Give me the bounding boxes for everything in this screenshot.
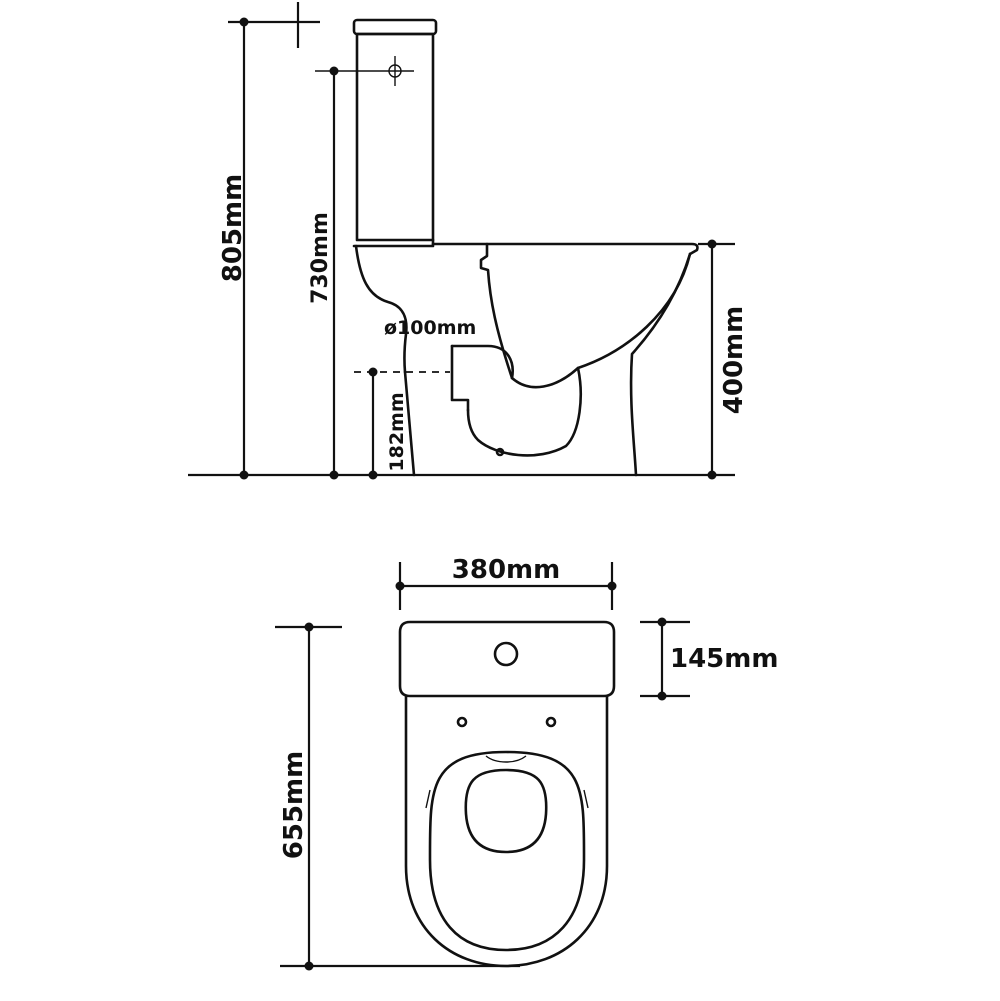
dim-tank-depth xyxy=(640,617,690,701)
dim-outlet-height xyxy=(368,367,378,480)
label-overall-height: 805mm xyxy=(218,174,248,282)
dim-overall-height xyxy=(239,17,249,480)
label-width: 380mm xyxy=(452,555,560,585)
top-view: 380mm 145mm 655mm xyxy=(275,555,778,971)
bowl-top xyxy=(404,695,609,968)
label-seat-height: 400mm xyxy=(719,306,749,414)
label-inlet-height: 730mm xyxy=(308,212,333,304)
label-outlet-diameter: ø100mm xyxy=(384,317,476,339)
dim-overall-length xyxy=(275,622,520,971)
side-view: 805mm 730mm ø100mm 182mm 400mm xyxy=(188,2,749,480)
dim-inlet-height xyxy=(329,66,339,480)
bowl-side xyxy=(354,242,699,477)
label-outlet-height: 182mm xyxy=(386,392,408,471)
dim-seat-height xyxy=(698,239,735,480)
label-overall-length: 655mm xyxy=(279,751,309,859)
dim-width xyxy=(395,562,617,610)
cistern-top xyxy=(398,620,616,698)
label-tank-depth: 145mm xyxy=(670,644,778,674)
